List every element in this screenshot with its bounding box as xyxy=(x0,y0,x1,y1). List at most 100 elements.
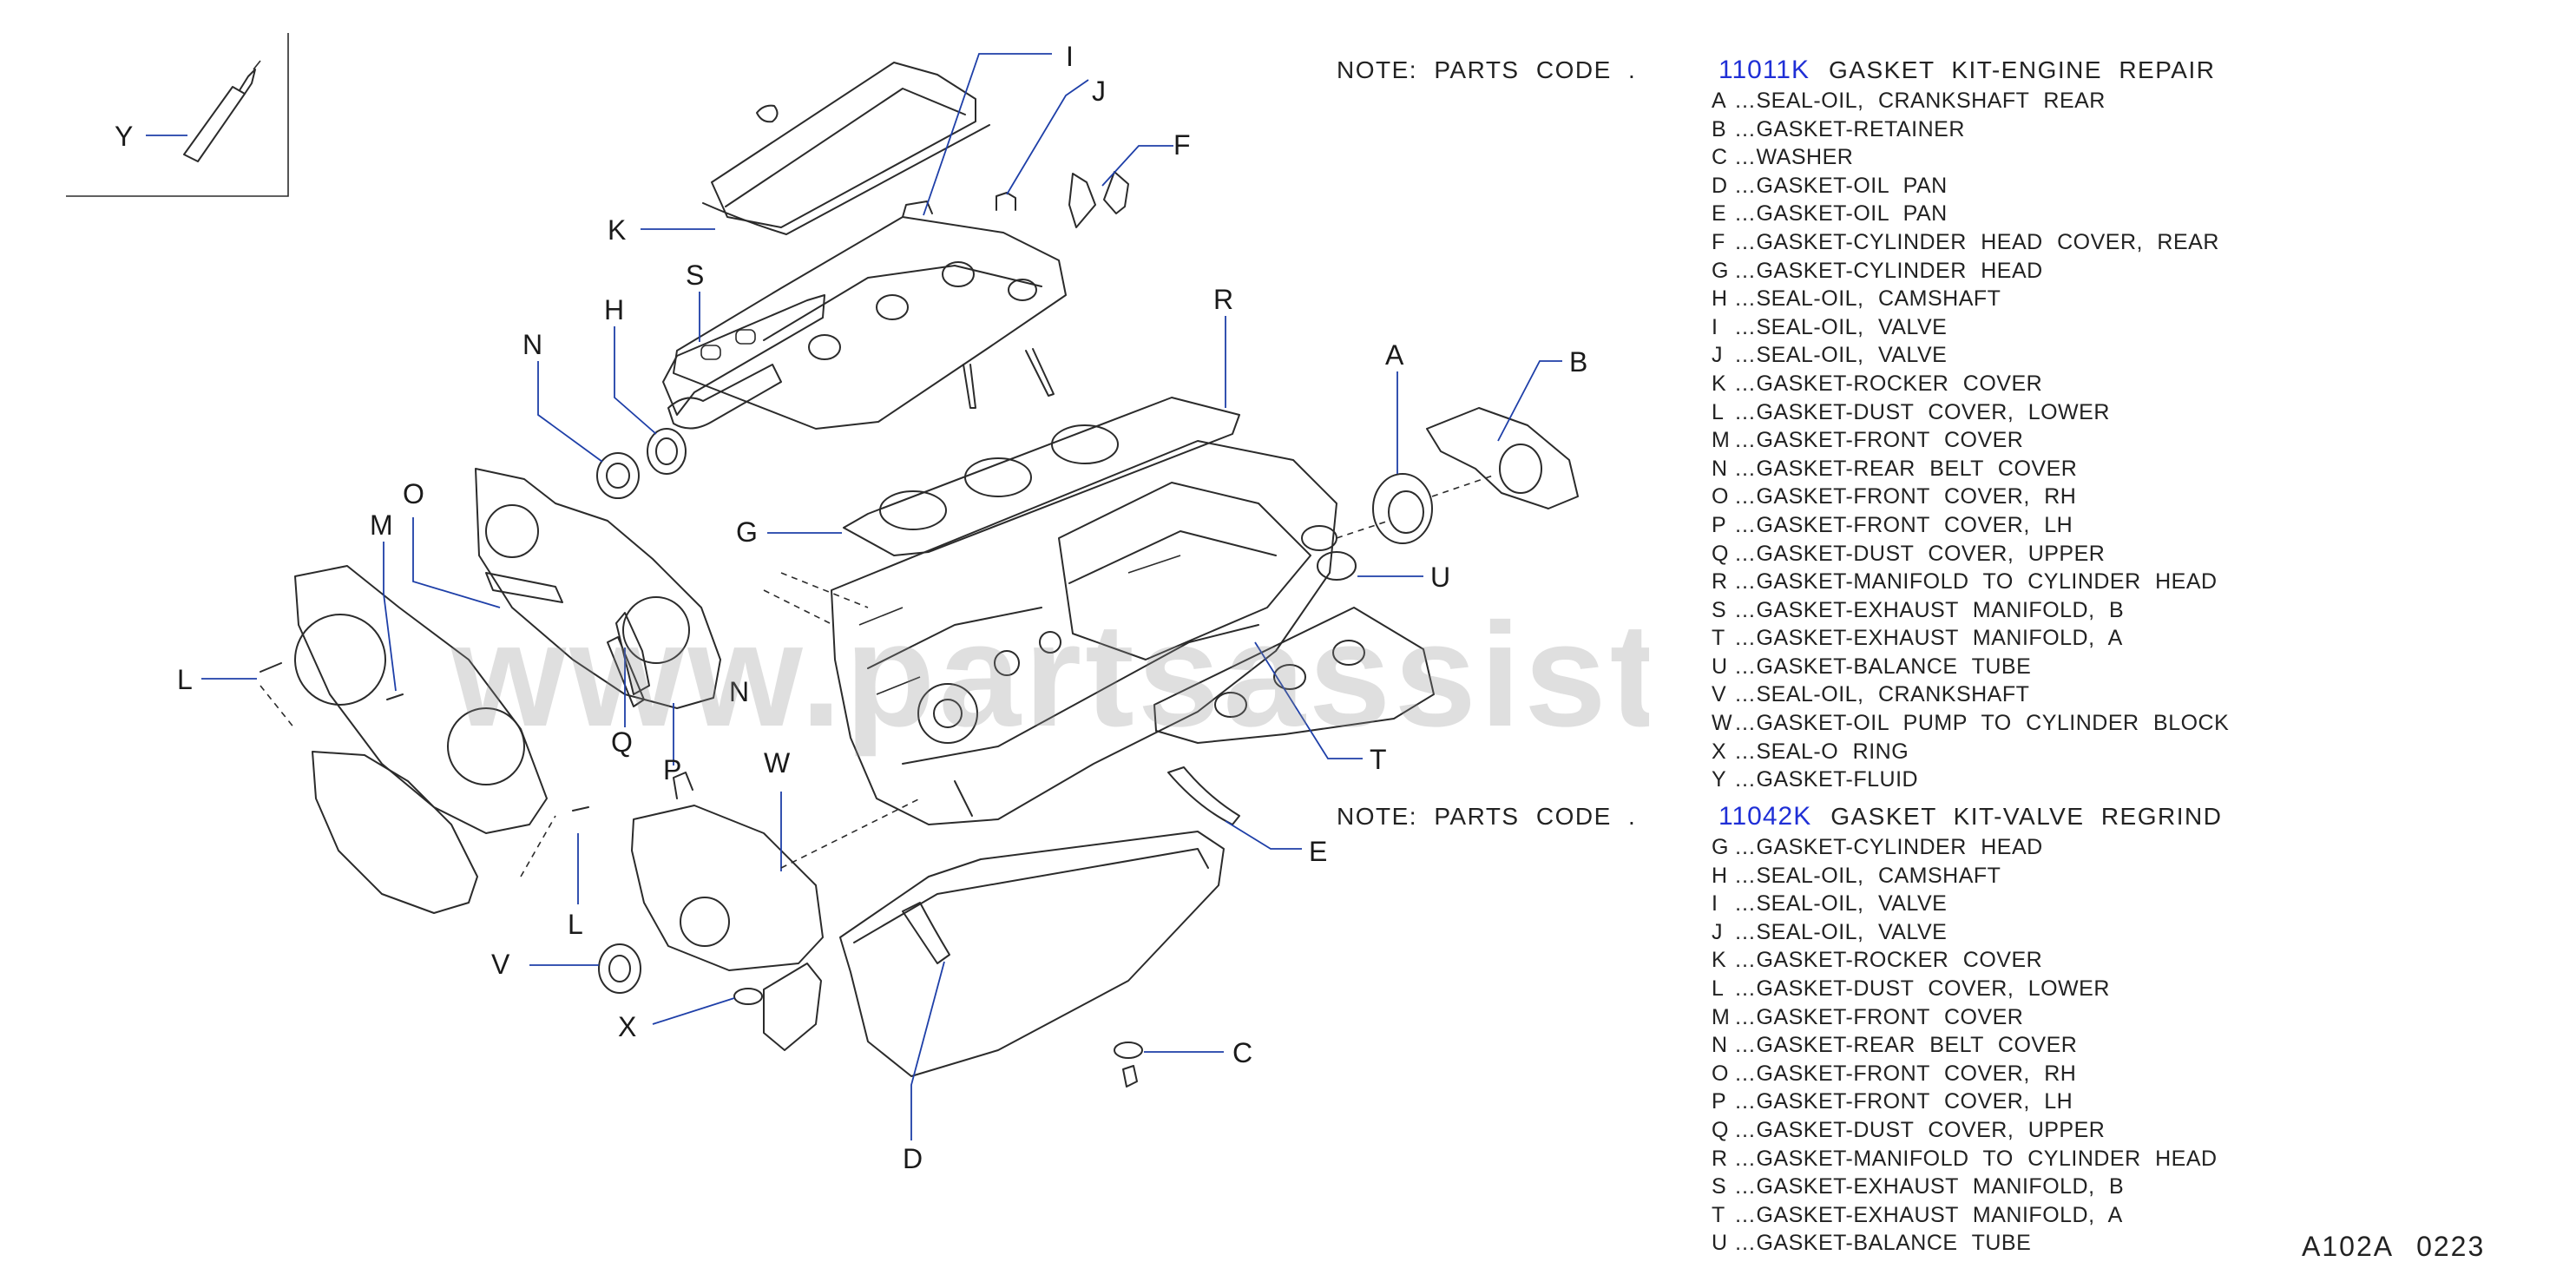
kit-parts-list: A…SEAL-OIL, CRANKSHAFT REAR B…GASKET-RET… xyxy=(1337,87,2552,794)
part-description: …GASKET-REAR BELT COVER xyxy=(1734,1033,2078,1058)
rocker-cover xyxy=(641,62,990,235)
part-letter: N xyxy=(1712,456,1728,481)
engine-block xyxy=(831,440,1337,825)
list-item: U…GASKET-BALANCE TUBE xyxy=(1712,653,2552,681)
part-description: …SEAL-OIL, CAMSHAFT xyxy=(1734,286,2001,312)
part-letter: R xyxy=(1712,1146,1728,1171)
callout-l-left: L xyxy=(177,664,193,695)
part-description: …SEAL-OIL, CAMSHAFT xyxy=(1734,863,2001,888)
callout-f: F xyxy=(1173,129,1191,161)
part-description: …GASKET-DUST COVER, LOWER xyxy=(1734,976,2110,1001)
part-description: …GASKET-ROCKER COVER xyxy=(1734,948,2043,973)
list-item: H…SEAL-OIL, CAMSHAFT xyxy=(1712,285,2552,313)
part-letter: R xyxy=(1712,569,1728,595)
part-description: …GASKET-EXHAUST MANIFOLD, A xyxy=(1734,626,2123,651)
callout-c: C xyxy=(1232,1037,1252,1068)
part-letter: Q xyxy=(1712,541,1729,566)
part-letter: J xyxy=(1712,919,1723,944)
callout-h: H xyxy=(604,294,624,325)
part-description: …WASHER xyxy=(1734,145,1854,170)
list-item: N…GASKET-REAR BELT COVER xyxy=(1712,455,2552,483)
part-letter: I xyxy=(1712,314,1718,339)
list-item: C…WASHER xyxy=(1712,143,2552,172)
part-description: …GASKET-FRONT COVER, RH xyxy=(1734,1061,2077,1086)
list-item: H…SEAL-OIL, CAMSHAFT xyxy=(1712,862,2552,890)
callout-o: O xyxy=(403,478,424,509)
part-letter: M xyxy=(1712,1004,1731,1029)
parts-code-note: NOTE: PARTS CODE . xyxy=(1337,56,1637,83)
parts-kit-engine-repair: NOTE: PARTS CODE . 11011K GASKET KIT-ENG… xyxy=(1337,56,2552,794)
list-item: K …GASKET-ROCKER COVER xyxy=(1712,946,2552,975)
list-item: I …SEAL-OIL, VALVE xyxy=(1712,313,2552,342)
callout-q: Q xyxy=(611,726,633,758)
list-item: N…GASKET-REAR BELT COVER xyxy=(1712,1031,2552,1060)
watermark-text: www.partsassistant.com xyxy=(450,593,1649,758)
callout-b: B xyxy=(1569,346,1587,378)
list-item: Q…GASKET-DUST COVER, UPPER xyxy=(1712,1116,2552,1145)
part-description: …GASKET-OIL PAN xyxy=(1734,173,1948,198)
part-description: …GASKET-FRONT COVER, LH xyxy=(1734,512,2073,537)
list-item: D…GASKET-OIL PAN xyxy=(1712,172,2552,200)
part-letter: V xyxy=(1712,682,1727,707)
part-letter: H xyxy=(1712,863,1728,888)
callout-w: W xyxy=(764,747,791,779)
callout-j: J xyxy=(1092,76,1106,107)
part-letter: I xyxy=(1712,891,1718,917)
part-letter: P xyxy=(1712,1089,1727,1114)
part-letter: J xyxy=(1712,343,1723,368)
list-item: A…SEAL-OIL, CRANKSHAFT REAR xyxy=(1712,87,2552,115)
part-letter: X xyxy=(1712,739,1727,764)
kit-header: NOTE: PARTS CODE . 11011K GASKET KIT-ENG… xyxy=(1337,56,2552,87)
callout-a: A xyxy=(1385,339,1404,371)
callout-e: E xyxy=(1309,836,1327,867)
callout-x: X xyxy=(618,1011,636,1042)
part-description: …GASKET-BALANCE TUBE xyxy=(1734,1231,2032,1256)
part-description: …GASKET-EXHAUST MANIFOLD, B xyxy=(1734,597,2125,622)
kit-header: NOTE: PARTS CODE . 11042K GASKET KIT-VAL… xyxy=(1337,802,2552,833)
exploded-engine-diagram: Y K I J F S H N R A B O G M U L N Q P W … xyxy=(66,33,1649,1174)
part-letter: K xyxy=(1712,948,1727,973)
list-item: T…GASKET-EXHAUST MANIFOLD, A xyxy=(1712,624,2552,653)
list-item: J…SEAL-OIL, VALVE xyxy=(1712,918,2552,947)
part-letter: U xyxy=(1712,654,1728,679)
list-item: Q…GASKET-DUST COVER, UPPER xyxy=(1712,540,2552,568)
list-item: T…GASKET-EXHAUST MANIFOLD, A xyxy=(1712,1201,2552,1230)
oil-pan xyxy=(839,766,1302,1140)
part-letter: T xyxy=(1712,1202,1725,1227)
part-description: …GASKET-FRONT COVER, RH xyxy=(1734,484,2077,509)
callout-m: M xyxy=(370,509,393,541)
part-letter: Q xyxy=(1712,1117,1729,1142)
part-letter: G xyxy=(1712,258,1729,283)
callout-g: G xyxy=(736,516,758,548)
list-item: L…GASKET-DUST COVER, LOWER xyxy=(1712,398,2552,427)
fluid-gasket-inset xyxy=(66,33,289,197)
parts-code-note: NOTE: PARTS CODE . xyxy=(1337,803,1637,830)
list-item: R…GASKET-MANIFOLD TO CYLINDER HEAD xyxy=(1712,1145,2552,1173)
callout-l-bottom: L xyxy=(568,909,583,940)
list-item: X…SEAL-O RING xyxy=(1712,738,2552,766)
part-letter: F xyxy=(1712,229,1725,254)
part-description: …GASKET-RETAINER xyxy=(1734,116,1965,141)
callout-p: P xyxy=(663,754,681,785)
part-description: …GASKET-BALANCE TUBE xyxy=(1734,654,2032,679)
list-item: P…GASKET-FRONT COVER, LH xyxy=(1712,1088,2552,1116)
figure-number: 0223 xyxy=(2416,1231,2486,1262)
parts-kit-valve-regrind: NOTE: PARTS CODE . 11042K GASKET KIT-VAL… xyxy=(1337,802,2552,1258)
camshaft-seals xyxy=(537,326,687,499)
part-letter: W xyxy=(1712,711,1733,736)
oil-pump xyxy=(529,572,921,1051)
list-item: G…GASKET-CYLINDER HEAD xyxy=(1712,833,2552,862)
list-item: P…GASKET-FRONT COVER, LH xyxy=(1712,511,2552,540)
kit-code: 11011K xyxy=(1718,56,1810,84)
callout-i: I xyxy=(1066,41,1074,72)
list-item: S …GASKET-EXHAUST MANIFOLD, B xyxy=(1712,596,2552,625)
list-item: O…GASKET-FRONT COVER, RH xyxy=(1712,1060,2552,1088)
callout-d: D xyxy=(903,1143,923,1174)
part-description: …SEAL-OIL, CRANKSHAFT REAR xyxy=(1734,89,2106,113)
list-item: O…GASKET-FRONT COVER, RH xyxy=(1712,483,2552,511)
part-letter: Y xyxy=(1712,767,1727,792)
part-letter: S xyxy=(1712,597,1727,622)
part-description: …SEAL-OIL, VALVE xyxy=(1734,314,1948,339)
part-description: …GASKET-DUST COVER, UPPER xyxy=(1734,1117,2106,1142)
part-letter: O xyxy=(1712,484,1729,509)
